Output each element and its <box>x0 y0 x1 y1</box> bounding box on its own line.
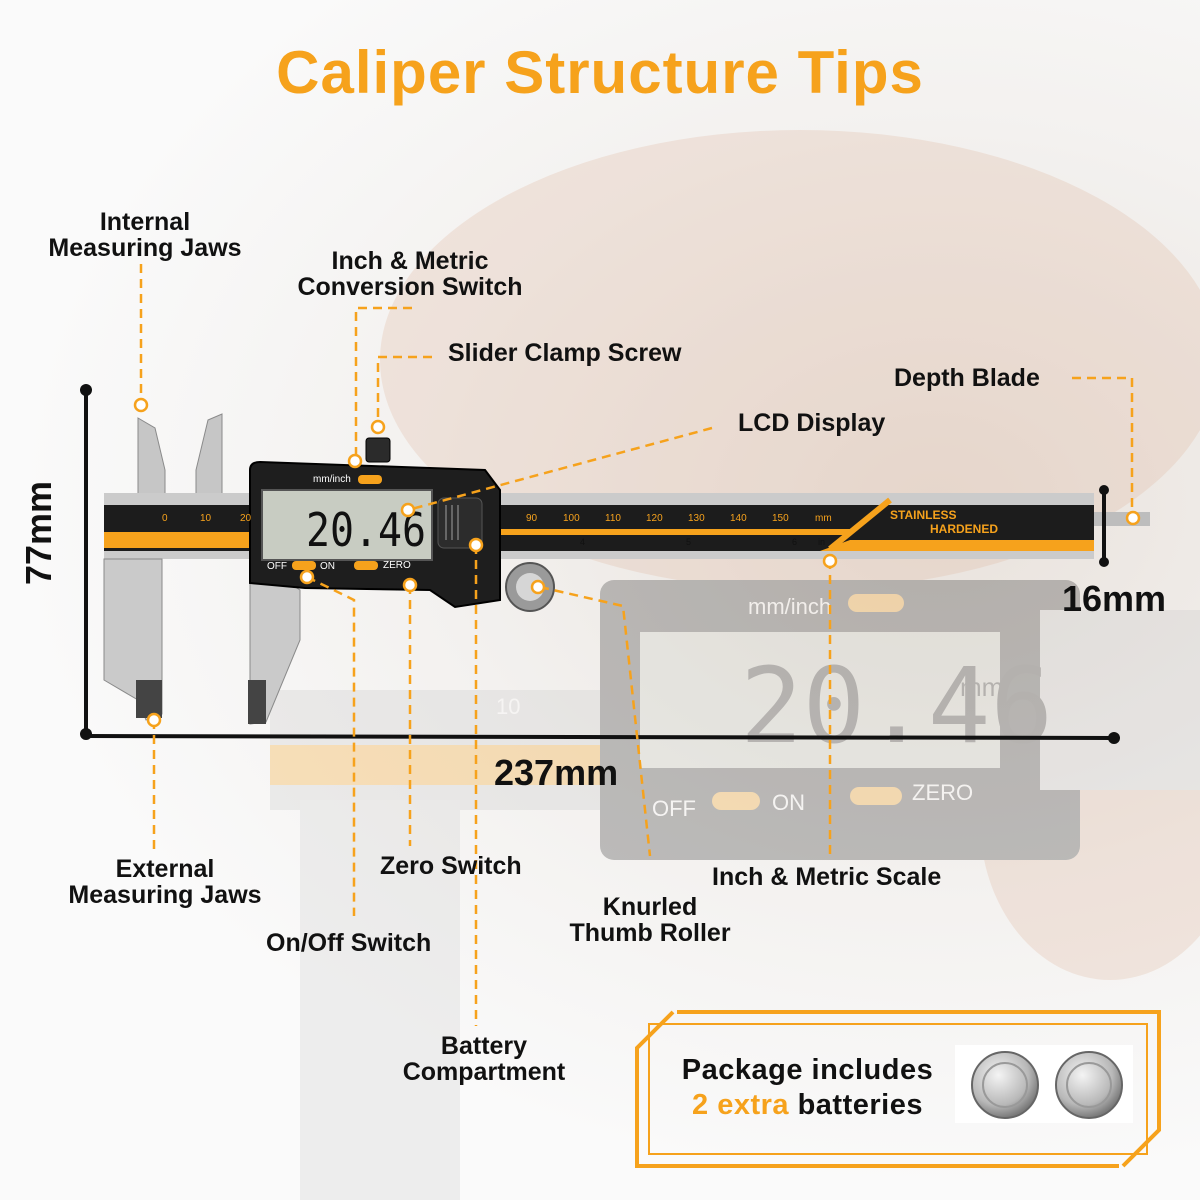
internal-jaws-label-line1: Internal <box>99 208 191 236</box>
ghost-display-value: 20.46 <box>740 645 1053 767</box>
battery-icon <box>971 1051 1039 1119</box>
clamp-screw[interactable] <box>365 437 391 463</box>
lcd-screen <box>261 489 433 561</box>
package-note-rest: batteries <box>789 1089 923 1121</box>
package-highlight: 2 extra <box>692 1089 790 1121</box>
inch-mark: 5 <box>686 537 691 547</box>
scale-number: 20 <box>240 513 252 524</box>
unit-switch-button[interactable] <box>358 475 382 484</box>
conversion-switch-label-line1: Inch & Metric <box>331 247 489 275</box>
ghost-scale-number: 10 <box>496 694 520 719</box>
scale-unit-mm: mm <box>815 513 832 524</box>
zero-button[interactable] <box>354 561 378 570</box>
battery-compartment-label-line2: Compartment <box>402 1058 566 1086</box>
unit-button-label: mm/inch <box>313 474 351 485</box>
battery-icon <box>1055 1051 1123 1119</box>
height-dimension: 77mm <box>18 480 59 585</box>
internal-jaw-fixed <box>137 417 166 501</box>
depth-blade-label: Depth Blade <box>894 364 1040 392</box>
external-jaws-label-line1: External <box>115 855 215 883</box>
onoff-button[interactable] <box>292 561 316 570</box>
page-title: Caliper Structure Tips <box>276 39 924 106</box>
package-note: Package includes 2 extra batteries <box>655 1053 960 1123</box>
clamp-screw-label: Slider Clamp Screw <box>448 339 682 367</box>
battery-compartment-label: Battery Compartment <box>394 1033 574 1085</box>
battery-cover <box>437 497 483 549</box>
callout-dots <box>133 397 1141 728</box>
internal-jaw-sliding <box>195 413 223 501</box>
internal-jaws-label: Internal Measuring Jaws <box>40 209 250 261</box>
ghost-unit-button: mm/inch <box>748 594 831 619</box>
stamp-line1: STAINLESS <box>890 508 956 522</box>
scale-number: 140 <box>730 513 747 524</box>
scale-number: 90 <box>526 513 538 524</box>
ghost-on-label: ON <box>772 790 805 815</box>
scale-number: 0 <box>162 513 168 524</box>
internal-jaws-label-line2: Measuring Jaws <box>48 234 242 262</box>
external-jaws-label-line2: Measuring Jaws <box>68 881 262 909</box>
callout-lines <box>139 264 1134 1026</box>
lcd-display-label: LCD Display <box>738 409 886 437</box>
zero-label: ZERO <box>383 560 411 571</box>
inch-mark: 6 <box>792 537 797 547</box>
package-note-line2: 2 extra batteries <box>655 1088 960 1123</box>
scale-number: 150 <box>772 513 789 524</box>
battery-compartment-label-line1: Battery <box>440 1032 528 1060</box>
external-jaws-label: External Measuring Jaws <box>60 856 270 908</box>
package-note-line1: Package includes <box>681 1054 934 1086</box>
coin-batteries <box>971 1051 1123 1119</box>
scale-number: 100 <box>563 513 580 524</box>
ghost-unit: mm <box>960 672 1003 702</box>
scale-number: 120 <box>646 513 663 524</box>
metric-scale-label: Inch & Metric Scale <box>712 863 942 891</box>
length-dimension-line <box>85 734 1115 740</box>
battery-photo <box>955 1045 1133 1123</box>
scale-number: 10 <box>200 513 212 524</box>
conversion-switch-label-line2: Conversion Switch <box>297 273 523 301</box>
knurled-roller-label-line1: Knurled <box>602 893 698 921</box>
length-dimension: 237mm <box>494 752 619 793</box>
depth-dimension: 16mm <box>1062 578 1167 619</box>
off-label: OFF <box>267 561 287 572</box>
scale-number: 110 <box>605 513 621 524</box>
package-frame <box>635 1010 1161 1168</box>
knurled-roller-label: Knurled Thumb Roller <box>560 894 740 946</box>
ghost-zero-label: ZERO <box>912 780 973 805</box>
inch-unit: in <box>818 537 825 547</box>
onoff-switch-label: On/Off Switch <box>266 929 432 957</box>
inch-mark: 4 <box>580 537 585 547</box>
ghost-off-label: OFF <box>652 796 696 821</box>
stamp-line2: HARDENED <box>930 522 998 536</box>
knurled-roller-label-line2: Thumb Roller <box>569 919 731 947</box>
scale-number: 130 <box>688 513 705 524</box>
zero-switch-label: Zero Switch <box>380 852 522 880</box>
conversion-switch-label: Inch & Metric Conversion Switch <box>290 248 530 300</box>
on-label: ON <box>320 561 335 572</box>
external-jaw-fixed <box>103 558 163 721</box>
